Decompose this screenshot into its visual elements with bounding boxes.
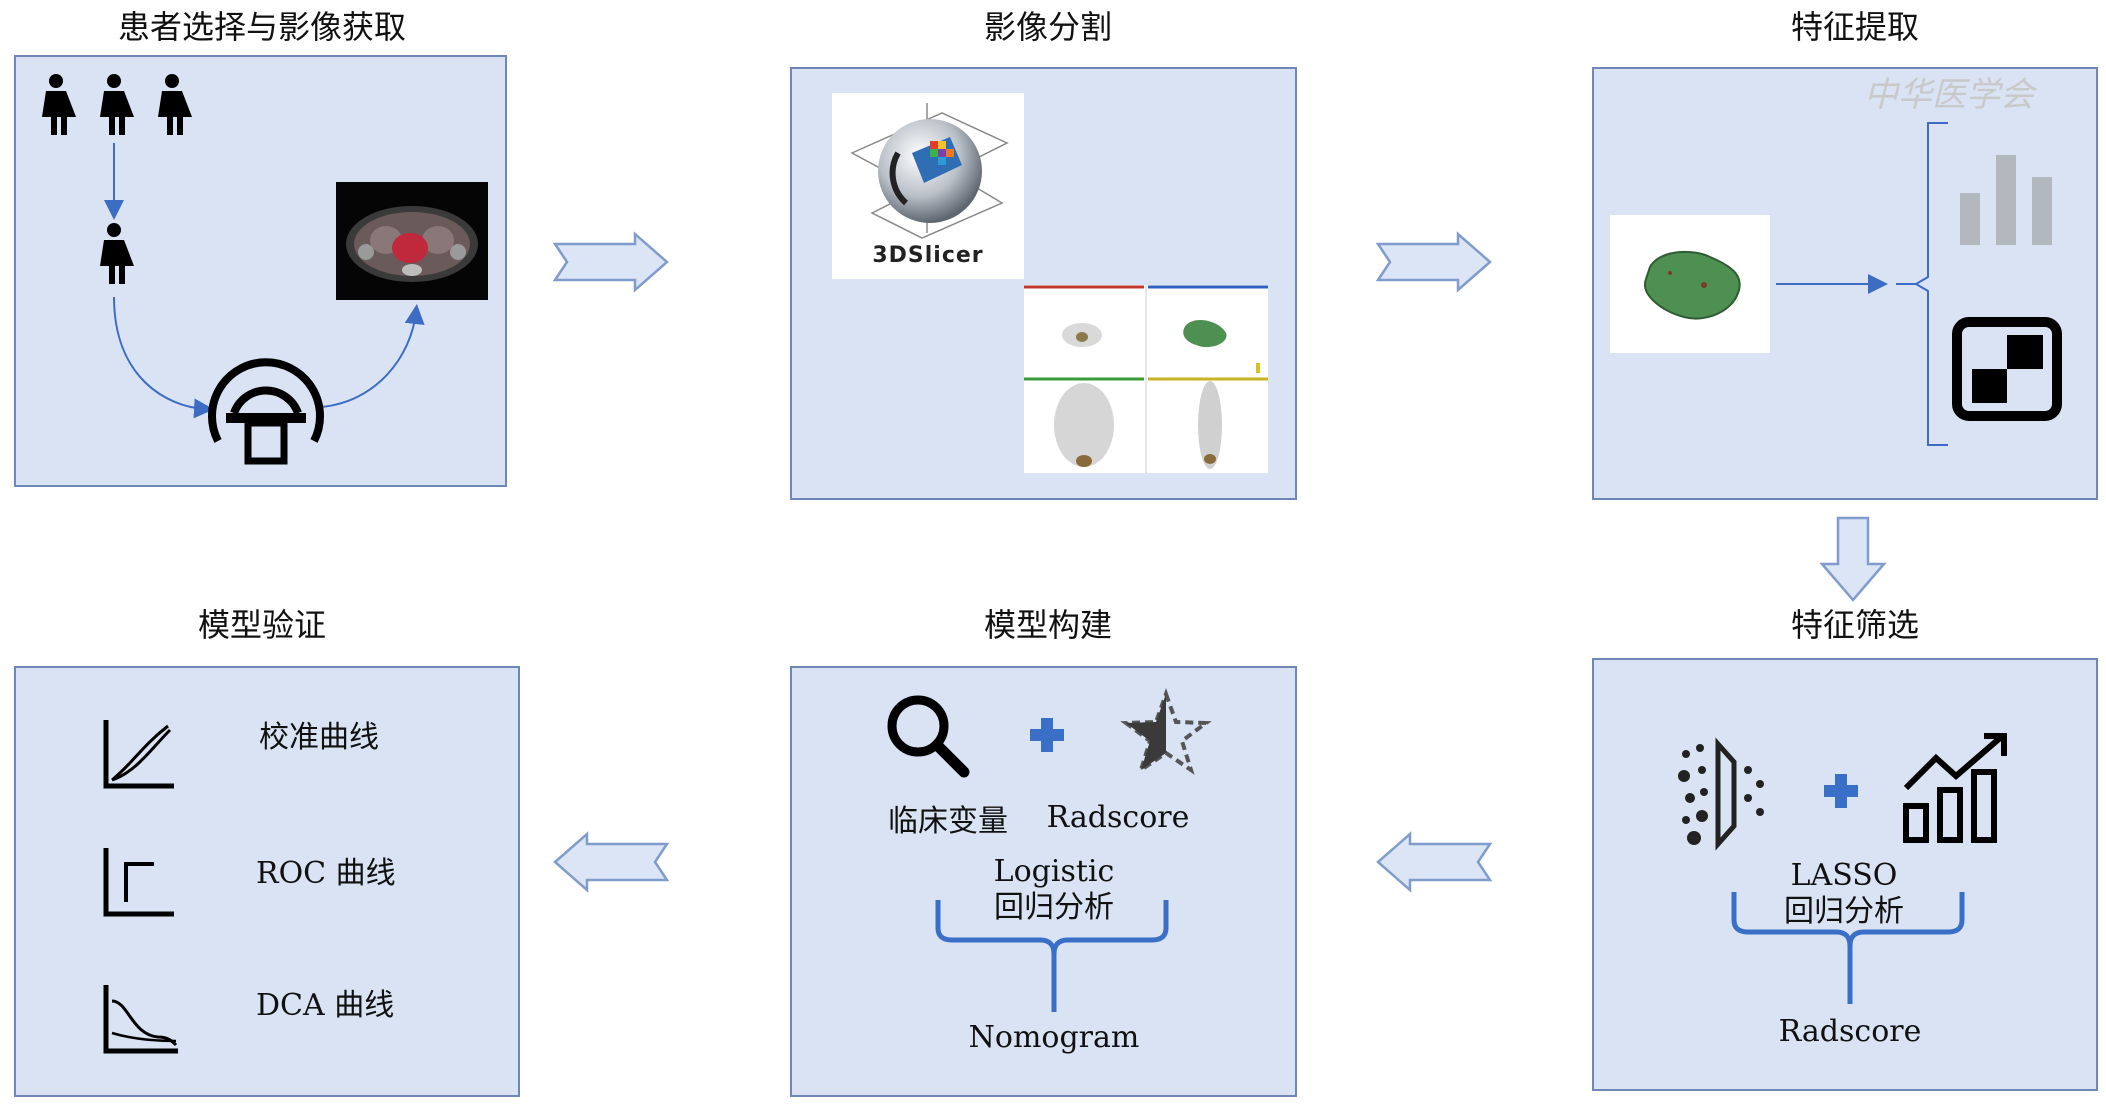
female-person-icon (42, 74, 76, 135)
bar-chart-icon (1960, 155, 2052, 245)
logistic-regression-label: 回归分析 (994, 890, 1114, 925)
roc-curve-icon (103, 848, 174, 917)
tumor-mask-image (1610, 215, 1770, 353)
bar-growth-icon (1903, 733, 2007, 843)
validation-panel: 校准曲线 ROC 曲线 DCA 曲线 (14, 666, 520, 1097)
calibration-label: 校准曲线 (259, 720, 379, 755)
radscore-input-label: Radscore (1046, 800, 1190, 835)
dca-label: DCA 曲线 (256, 988, 395, 1023)
logistic-label: Logistic (993, 854, 1115, 889)
roc-label: ROC 曲线 (256, 856, 396, 891)
brace-icon (1731, 892, 1965, 1004)
flow-arrow-left-icon (1376, 831, 1493, 893)
lasso-regression-label: 回归分析 (1784, 894, 1904, 929)
validation-title: 模型验证 (197, 606, 327, 644)
four-view-image (1024, 285, 1268, 473)
female-person-icon (100, 223, 134, 284)
flow-arrow-right-icon (552, 231, 669, 293)
watermark: 中华医学会 (1864, 75, 2034, 115)
female-person-icon (158, 74, 192, 135)
radscore-output-label: Radscore (1778, 1014, 1922, 1049)
plus-icon (1030, 718, 1064, 752)
brace-icon (935, 900, 1169, 1012)
slicer-logo-text: 3DSlicer (872, 243, 984, 268)
extraction-flow-lines (1776, 122, 1948, 446)
segmentation-panel: 3DSlicer (790, 67, 1297, 500)
flow-arrow-right-icon (1375, 231, 1492, 293)
dca-curve-icon (103, 985, 178, 1054)
clinical-variable-label: 临床变量 (888, 804, 1008, 839)
calibration-curve-icon (103, 720, 174, 789)
tumor-mask-icon (1644, 250, 1741, 320)
flow-arrow-left-icon (553, 831, 670, 893)
half-star-icon (1120, 688, 1212, 775)
acquisition-flow-lines (104, 143, 425, 419)
selection-panel: LASSO 回归分析 Radscore (1592, 658, 2098, 1091)
feature-filter-icon (1678, 737, 1764, 851)
nomogram-label: Nomogram (968, 1020, 1140, 1055)
construction-title: 模型构建 (983, 606, 1113, 644)
slicer-four-view (1024, 285, 1268, 473)
extraction-panel: 中华医学会 (1592, 67, 2098, 500)
selection-title: 特征筛选 (1790, 606, 1920, 644)
flow-arrow-down-icon (1819, 516, 1887, 602)
pet-ct-image (336, 182, 488, 300)
female-person-icon (100, 74, 134, 135)
texture-matrix-icon (1952, 317, 2062, 421)
extraction-title: 特征提取 (1790, 8, 1920, 46)
acquisition-panel (14, 55, 507, 487)
lasso-label: LASSO (1790, 858, 1898, 893)
ct-scanner-icon (208, 358, 324, 465)
plus-icon (1824, 774, 1858, 808)
slicer-cube-icon (850, 103, 1009, 239)
slicer-logo: 3DSlicer (832, 93, 1024, 279)
construction-panel: 临床变量 Radscore Logistic 回归分析 Nomogram (790, 666, 1297, 1097)
magnifier-icon (887, 695, 970, 778)
acquisition-title: 患者选择与影像获取 (117, 8, 407, 46)
segmentation-title: 影像分割 (983, 8, 1113, 46)
